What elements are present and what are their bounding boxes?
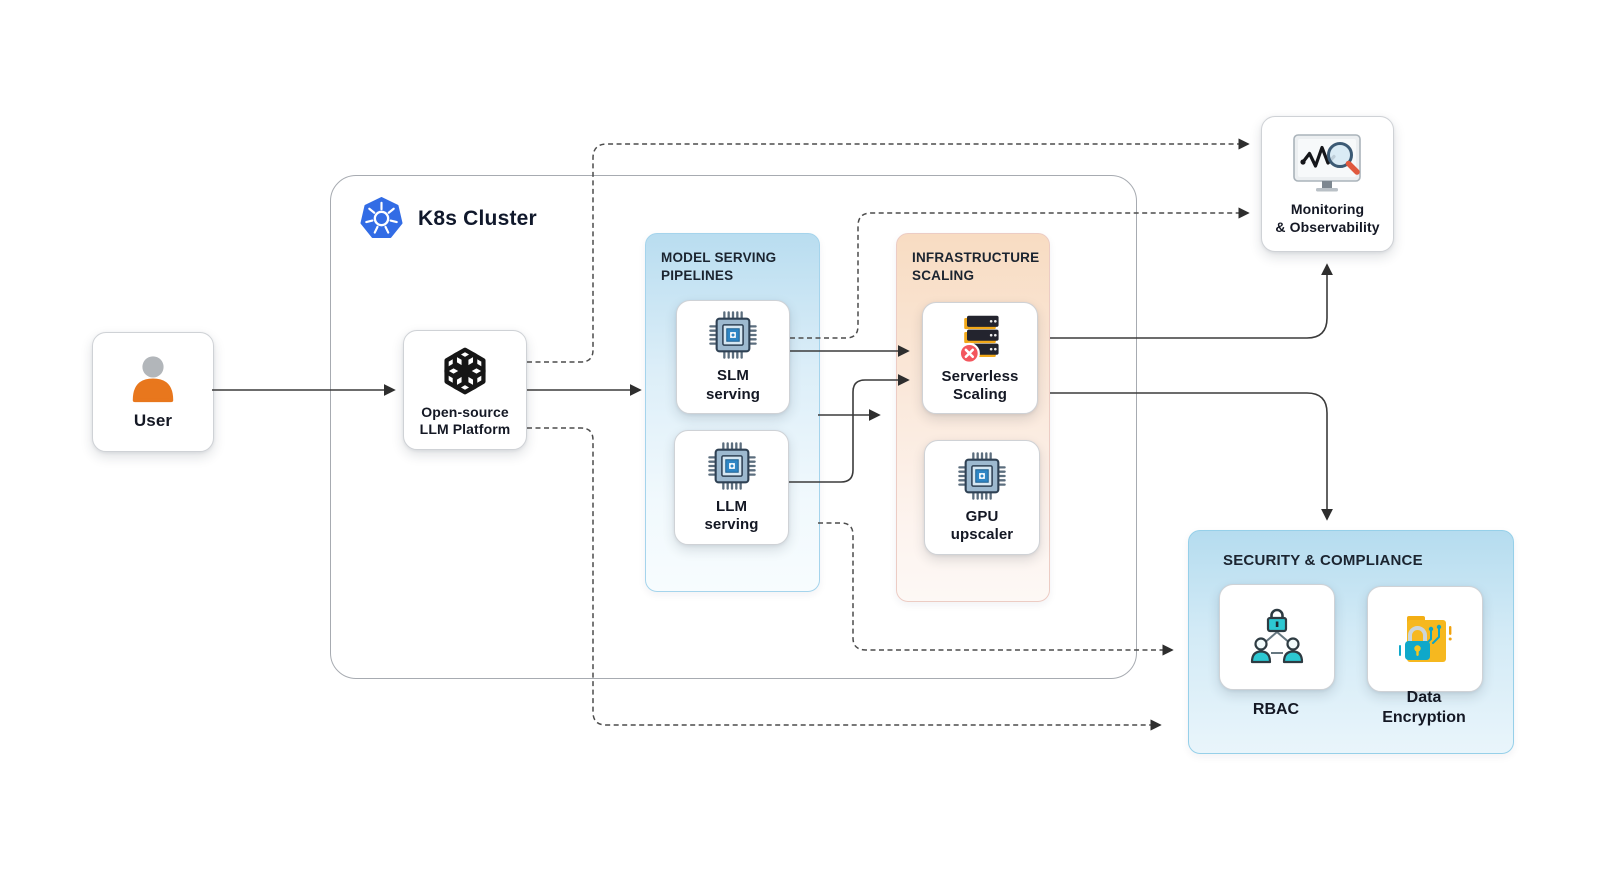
section-title: INFRASTRUCTURE SCALING bbox=[912, 250, 1040, 283]
user-icon bbox=[132, 356, 174, 403]
user-node: User bbox=[92, 332, 214, 452]
kubernetes-icon bbox=[360, 197, 403, 238]
data-encryption-label: Data Encryption bbox=[1382, 689, 1466, 726]
llm-serving-node: LLM serving bbox=[674, 430, 789, 545]
slm-serving-node: SLM serving bbox=[676, 300, 790, 414]
section-title: SECURITY & COMPLIANCE bbox=[1223, 552, 1423, 569]
data-encryption-node bbox=[1367, 586, 1483, 692]
monitoring-observability-node: Monitoring & Observability bbox=[1261, 116, 1394, 252]
cluster-title: K8s Cluster bbox=[418, 206, 537, 230]
rbac-node bbox=[1219, 584, 1335, 690]
llm-platform-node: Open-source LLM Platform bbox=[403, 330, 527, 450]
chip-icon bbox=[709, 311, 757, 359]
monitoring-icon bbox=[1292, 134, 1361, 192]
encrypted-folder-icon bbox=[1399, 616, 1452, 662]
chip-icon bbox=[958, 451, 1006, 500]
gpu-upscaler-node: GPU upscaler bbox=[924, 440, 1040, 555]
node-label: User bbox=[133, 411, 173, 431]
server-stack-icon bbox=[958, 315, 999, 364]
rbac-label: RBAC bbox=[1252, 701, 1300, 718]
section-title: MODEL SERVING PIPELINES bbox=[661, 250, 777, 283]
openai-logo-icon bbox=[444, 347, 486, 395]
node-label: Open-source LLM Platform bbox=[419, 403, 511, 437]
rbac-lock-users-icon bbox=[1250, 608, 1304, 664]
node-label: Monitoring & Observability bbox=[1275, 201, 1380, 235]
serverless-scaling-node: Serverless Scaling bbox=[922, 302, 1038, 414]
chip-icon bbox=[707, 441, 756, 490]
k8s-cluster-header: K8s Cluster bbox=[360, 197, 537, 240]
node-label: LLM serving bbox=[704, 497, 759, 533]
node-label: SLM serving bbox=[705, 367, 761, 403]
node-label: Serverless Scaling bbox=[941, 367, 1019, 403]
node-label: GPU upscaler bbox=[950, 507, 1014, 543]
